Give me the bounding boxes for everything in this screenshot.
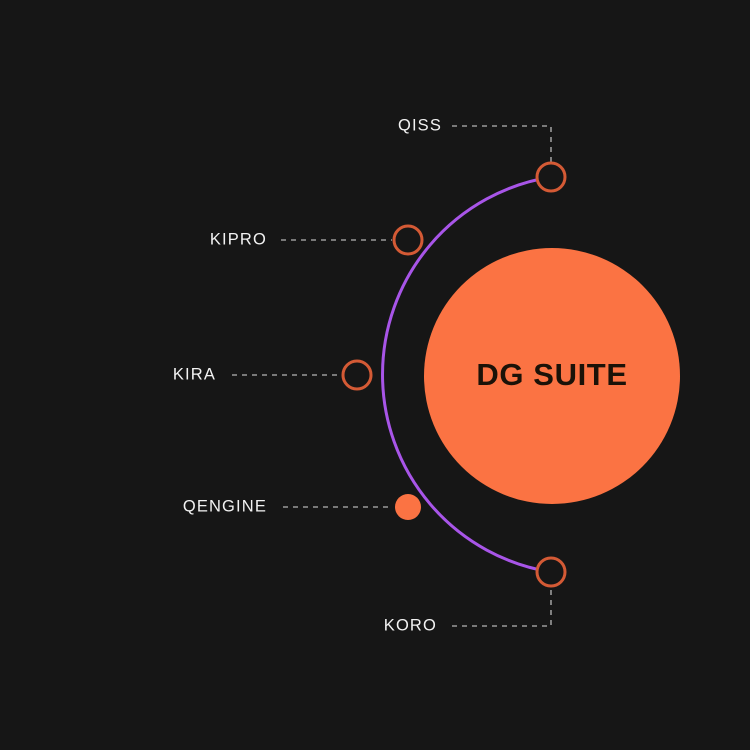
connector-koro <box>452 586 552 627</box>
node-marker-kipro[interactable] <box>392 224 424 256</box>
node-label-qengine[interactable]: QENGINE <box>183 497 267 515</box>
node-label-koro[interactable]: KORO <box>384 616 437 634</box>
orbit-arc <box>381 175 553 574</box>
node-label-kipro[interactable]: KIPRO <box>210 230 267 248</box>
node-marker-qengine[interactable] <box>395 494 421 520</box>
node-label-qiss[interactable]: QISS <box>398 116 442 134</box>
node-marker-qiss[interactable] <box>535 161 567 193</box>
hub-label: DG SUITE <box>476 357 627 392</box>
node-label-kira[interactable]: KIRA <box>173 365 216 383</box>
connector-qiss <box>452 125 552 163</box>
node-marker-koro[interactable] <box>535 556 567 588</box>
hub-circle-dg-suite[interactable] <box>424 248 680 504</box>
node-marker-kira[interactable] <box>341 359 373 391</box>
